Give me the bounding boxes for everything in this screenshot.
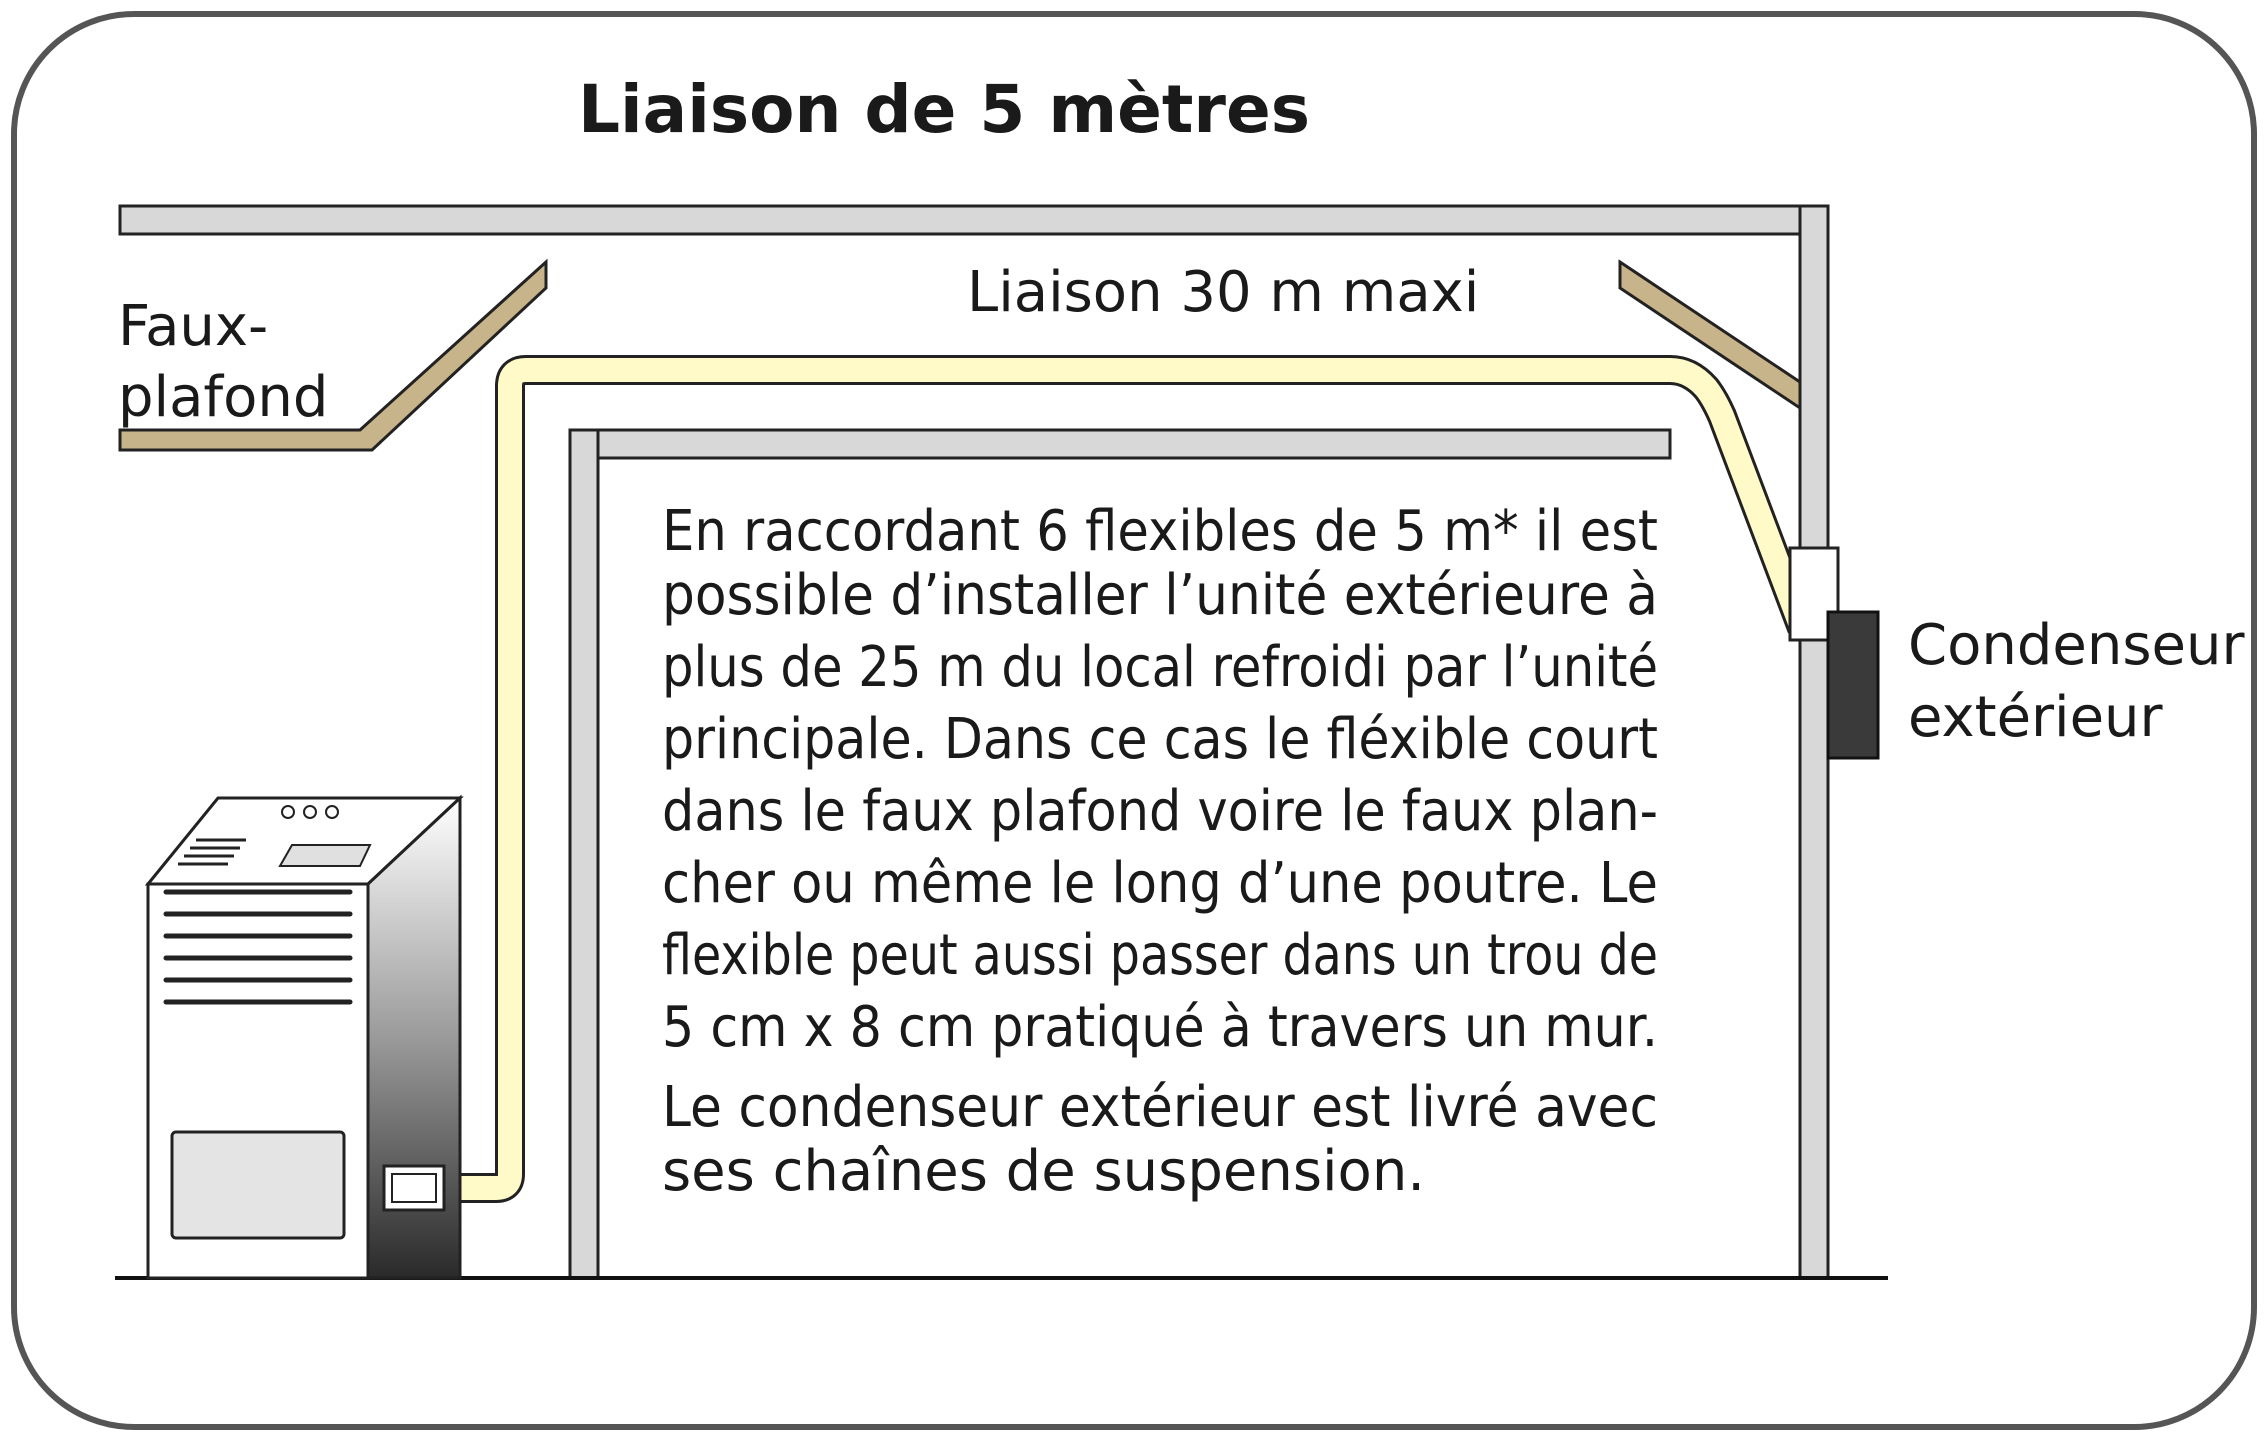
false-ceiling-right [1618, 259, 1802, 411]
main-unit [144, 794, 464, 1280]
diagram-title: Liaison de 5 mètres [578, 71, 1310, 148]
description-note-line: ses chaînes de suspension. [662, 1139, 1425, 1204]
hose-outlet-inner [391, 1173, 437, 1203]
description-note-line: Le condenseur extérieur est livré avec [662, 1075, 1658, 1140]
description-line: dans le faux plafond voire le faux plan- [662, 779, 1658, 844]
false-ceiling-label-line: Faux- [118, 294, 268, 359]
inner-wall-left [568, 428, 600, 1280]
main-unit-button [325, 805, 339, 819]
description-line: flexible peut aussi passer dans un trou … [662, 923, 1658, 988]
main-unit-display [278, 844, 372, 867]
false-ceiling-left [118, 258, 548, 452]
outer-wall-right [1798, 204, 1830, 1280]
false-ceiling-label: Faux- plafond [118, 294, 328, 430]
description-line: plus de 25 m du local refroidi par l’uni… [662, 635, 1658, 700]
condenser-label-line: Condenseur [1908, 613, 2245, 678]
inner-ceiling [568, 428, 1672, 460]
false-ceiling-label-line: plafond [118, 365, 328, 430]
description-line: cher ou même le long d’une poutre. Le [662, 851, 1658, 916]
main-unit-filter-panel [170, 1130, 346, 1240]
link-max-label: Liaison 30 m maxi [967, 260, 1479, 325]
description-line: 5 cm x 8 cm pratiqué à travers un mur. [662, 995, 1658, 1060]
main-unit-top-vent [178, 838, 246, 866]
main-unit-button [303, 805, 317, 819]
flexible-hose [450, 358, 1814, 1200]
description-line: principale. Dans ce cas le fléxible cour… [662, 707, 1658, 772]
condenser-label: Condenseur extérieur [1908, 613, 2262, 750]
main-unit-button [281, 805, 295, 819]
ceiling-beam [118, 204, 1802, 236]
description-block: En raccordant 6 flexibles de 5 m* il est… [662, 499, 1658, 1204]
condenser-label-line: extérieur [1908, 685, 2164, 750]
description-line: En raccordant 6 flexibles de 5 m* il est [662, 499, 1658, 564]
main-unit-front-grille [163, 889, 353, 1005]
outdoor-condenser [1826, 610, 1880, 760]
description-line: possible d’installer l’unité extérieure … [662, 563, 1658, 628]
